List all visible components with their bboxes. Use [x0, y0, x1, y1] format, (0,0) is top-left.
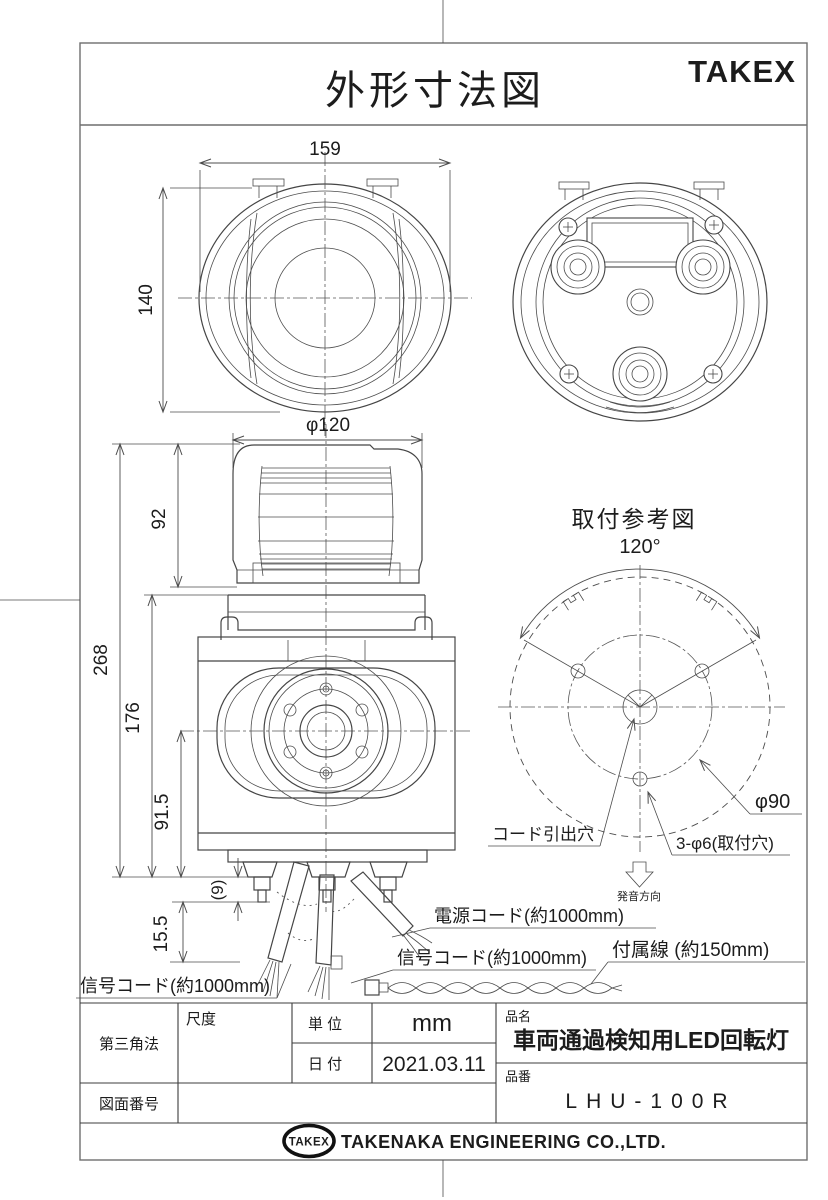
- label-power-cord: 電源コード(約1000mm): [434, 906, 624, 926]
- page-title: 外形寸法図: [325, 69, 545, 113]
- unit-label: 単 位: [308, 1016, 342, 1033]
- date-value: 2021.03.11: [382, 1053, 486, 1076]
- brand-logo-text: TAKEX: [688, 54, 796, 89]
- product-name-value: 車両通過検知用LED回転灯: [513, 1027, 789, 1053]
- footer: TAKEX TAKENAKA ENGINEERING CO.,LTD.: [282, 1123, 666, 1159]
- sheet-frame: [0, 0, 808, 1197]
- product-name-label: 品名: [505, 1009, 531, 1024]
- mount-tab-right: [695, 591, 718, 611]
- footer-logo-text: TAKEX: [289, 1137, 330, 1149]
- cord-labels: 電源コード(約1000mm) 信号コード(約1000mm) 付属線 (約150m…: [76, 906, 805, 999]
- label-signal-cord-left: 信号コード(約1000mm): [80, 976, 270, 996]
- drawing-number-label: 図面番号: [99, 1096, 159, 1113]
- label-sound-direction: 発音方向: [617, 889, 661, 903]
- boss-bottom: [612, 346, 668, 402]
- label-cord-hole: コード引出穴: [492, 825, 594, 844]
- dim-body-height: 176: [123, 702, 144, 734]
- product-number-label: 品番: [505, 1069, 531, 1084]
- footer-logo-oval: [282, 1123, 336, 1159]
- bottom-view: [512, 181, 768, 422]
- company-name: TAKENAKA ENGINEERING CO.,LTD.: [341, 1132, 666, 1152]
- dim-width: 159: [309, 139, 341, 160]
- dim-center-height: 91.5: [152, 794, 173, 831]
- accessory-wire-drawing: [364, 979, 623, 996]
- dim-height: 140: [136, 284, 157, 316]
- boss-top-right: [675, 239, 731, 295]
- screws: [558, 215, 724, 384]
- dim-cord-offset: 15.5: [151, 916, 172, 953]
- dim-stud: (9): [208, 880, 227, 901]
- mounting-angle: 120°: [619, 536, 660, 558]
- title-block: 第三角法 図面番号 尺度 単 位 mm 日 付 2021.03.11 品名 車両…: [80, 1002, 807, 1124]
- label-accessory-wire: 付属線 (約150mm): [612, 939, 769, 961]
- label-mount-holes: 3-φ6(取付穴): [676, 834, 774, 853]
- dim-total-height: 268: [91, 644, 112, 676]
- date-label: 日 付: [308, 1056, 342, 1073]
- side-view: φ120 268 176 91.5 92 (9) 15.5: [91, 415, 472, 1000]
- top-view: 159 140: [136, 139, 472, 436]
- scale-label: 尺度: [186, 1011, 216, 1028]
- dim-diameter: φ120: [306, 415, 350, 436]
- projection-method: 第三角法: [99, 1035, 159, 1053]
- label-bolt-circle: φ90: [755, 791, 790, 813]
- mounting-view: 取付参考図 120° φ90 コード引出穴 3-φ6(取付穴) 発音方向: [488, 506, 802, 903]
- dim-dome-height: 92: [149, 508, 170, 529]
- boss-top-left: [550, 239, 606, 295]
- product-number-value: LHU-100R: [565, 1090, 736, 1113]
- mounting-title: 取付参考図: [572, 506, 697, 532]
- label-signal-cord-right: 信号コード(約1000mm): [397, 948, 587, 968]
- mount-tab-left: [562, 591, 585, 611]
- cords: [255, 861, 433, 1000]
- sound-direction-arrow: [625, 861, 654, 888]
- unit-value: mm: [412, 1010, 452, 1037]
